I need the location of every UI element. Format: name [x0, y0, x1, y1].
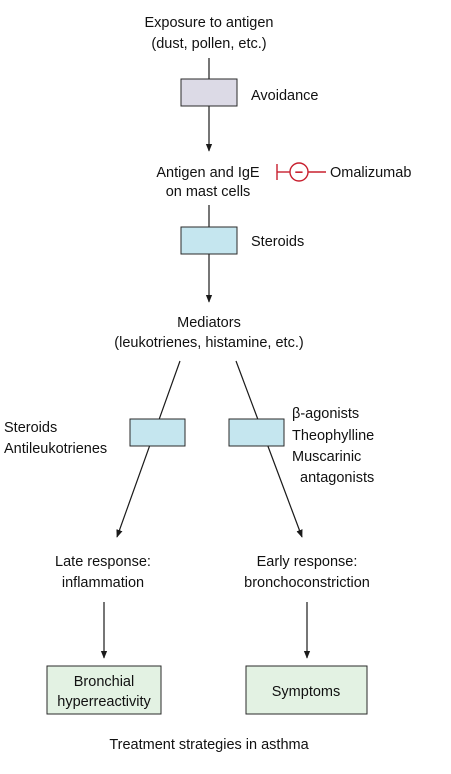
node-early-line-2: bronchoconstriction — [244, 575, 370, 591]
avoidance-block-box — [180, 78, 238, 107]
steroids-block-box-top — [180, 226, 238, 255]
drug-steroids-left: Steroids — [4, 420, 57, 436]
right-block-box — [228, 418, 285, 447]
drug-omalizumab: Omalizumab — [330, 165, 411, 181]
outcome-hyper-line-2: hyperreactivity — [57, 694, 151, 710]
inhibit-minus-symbol: − — [295, 165, 303, 181]
node-antigen-exposure: Exposure to antigen (dust, pollen, etc.) — [145, 15, 274, 52]
drug-muscarinic: Muscarinic — [292, 449, 361, 465]
node-mediators-line-2: (leukotrienes, histamine, etc.) — [114, 335, 303, 351]
node-mast-cells: Antigen and IgE on mast cells — [156, 165, 260, 200]
node-early-line-1: Early response: — [257, 554, 358, 570]
node-mast-line-2: on mast cells — [166, 184, 251, 200]
outcome-box-symptoms — [245, 665, 368, 715]
outcome-symptoms: Symptoms — [272, 684, 341, 700]
drug-avoidance: Avoidance — [251, 88, 318, 104]
arrow-mediators-to-late — [116, 360, 181, 538]
node-late-line-2: inflammation — [62, 575, 144, 591]
node-antigen-line-2: (dust, pollen, etc.) — [151, 36, 266, 52]
node-antigen-line-1: Exposure to antigen — [145, 15, 274, 31]
drug-antagonists: antagonists — [292, 470, 374, 486]
node-late-line-1: Late response: — [55, 554, 151, 570]
drug-steroids-top: Steroids — [251, 234, 304, 250]
outcome-box-hyperreactivity — [46, 665, 162, 715]
outcome-hyper-line-1: Bronchial — [74, 674, 134, 690]
drug-beta-agonists: β-agonists — [292, 406, 359, 422]
drug-antileukotrienes: Antileukotrienes — [4, 441, 107, 457]
node-early-response: Early response: bronchoconstriction — [244, 554, 370, 591]
left-block-box — [129, 418, 186, 447]
node-late-response: Late response: inflammation — [55, 554, 151, 591]
node-mast-line-1: Antigen and IgE — [156, 165, 260, 181]
omalizumab-inhibitor: − — [276, 162, 326, 182]
drug-theophylline: Theophylline — [292, 428, 374, 444]
node-mediators: Mediators (leukotrienes, histamine, etc.… — [114, 315, 303, 351]
node-mediators-line-1: Mediators — [177, 315, 241, 331]
arrow-mediators-to-early — [235, 360, 303, 538]
figure-caption: Treatment strategies in asthma — [109, 737, 309, 753]
